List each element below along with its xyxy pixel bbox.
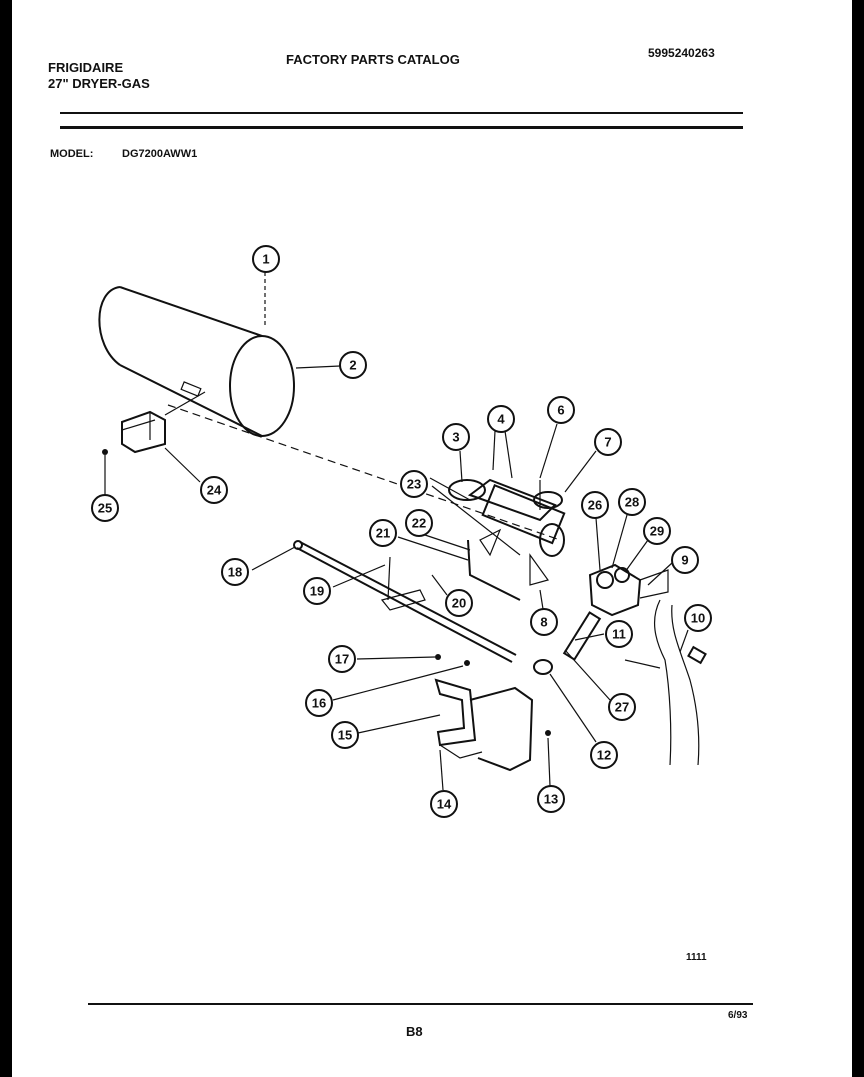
svg-text:16: 16 xyxy=(312,696,326,711)
gas-valve-part xyxy=(588,514,673,617)
brand-name: FRIGIDAIRE xyxy=(48,60,124,75)
callout-7[interactable]: 7 xyxy=(594,428,622,456)
callout-6[interactable]: 6 xyxy=(547,396,575,424)
svg-text:28: 28 xyxy=(625,495,639,510)
svg-text:26: 26 xyxy=(588,498,602,513)
callout-4[interactable]: 4 xyxy=(487,405,515,433)
callout-29[interactable]: 29 xyxy=(643,517,671,545)
callout-20[interactable]: 20 xyxy=(445,589,473,617)
footer-rule xyxy=(88,1003,753,1005)
svg-text:6: 6 xyxy=(557,403,564,418)
mounting-bracket-part xyxy=(332,654,551,791)
svg-text:3: 3 xyxy=(452,430,459,445)
product-name: 27" DRYER-GAS xyxy=(48,76,150,91)
header-rule-bottom xyxy=(60,126,743,129)
svg-text:2: 2 xyxy=(349,358,356,373)
revision-date: 6/93 xyxy=(728,1010,748,1021)
svg-text:10: 10 xyxy=(691,611,705,626)
wire-harness-part xyxy=(624,599,707,766)
catalog-sheet xyxy=(12,0,852,1077)
callout-1[interactable]: 1 xyxy=(252,245,280,273)
burner-tube-part xyxy=(397,528,521,601)
callout-3[interactable]: 3 xyxy=(442,423,470,451)
svg-text:21: 21 xyxy=(376,526,390,541)
callout-14[interactable]: 14 xyxy=(430,790,458,818)
svg-text:8: 8 xyxy=(540,615,547,630)
callout-2[interactable]: 2 xyxy=(339,351,367,379)
callout-23[interactable]: 23 xyxy=(400,470,428,498)
axis-line xyxy=(167,404,561,541)
catalog-number: 5995240263 xyxy=(648,46,715,60)
svg-text:17: 17 xyxy=(335,652,349,667)
header-rule-top xyxy=(60,112,743,114)
callout-13[interactable]: 13 xyxy=(537,785,565,813)
figure-code: 1111 xyxy=(686,952,707,963)
igniter-part xyxy=(562,611,611,701)
callout-12[interactable]: 12 xyxy=(590,741,618,769)
callout-15[interactable]: 15 xyxy=(331,721,359,749)
callout-25[interactable]: 25 xyxy=(91,494,119,522)
svg-text:12: 12 xyxy=(597,748,611,763)
svg-text:24: 24 xyxy=(207,483,222,498)
svg-text:23: 23 xyxy=(407,477,421,492)
svg-text:14: 14 xyxy=(437,797,452,812)
page-number: B8 xyxy=(406,1024,423,1039)
svg-text:9: 9 xyxy=(681,553,688,568)
svg-text:22: 22 xyxy=(412,516,426,531)
svg-text:25: 25 xyxy=(98,501,112,516)
callout-26[interactable]: 26 xyxy=(581,491,609,519)
burner-housing-part xyxy=(429,423,597,610)
svg-text:19: 19 xyxy=(310,584,324,599)
switch-part xyxy=(102,391,206,497)
svg-text:15: 15 xyxy=(338,728,352,743)
svg-text:1: 1 xyxy=(262,252,269,267)
callout-24[interactable]: 24 xyxy=(200,476,228,504)
callout-18[interactable]: 18 xyxy=(221,558,249,586)
model-value: DG7200AWW1 xyxy=(122,148,198,160)
leader-2 xyxy=(295,365,341,369)
catalog-title: FACTORY PARTS CATALOG xyxy=(286,52,460,67)
callout-11[interactable]: 11 xyxy=(605,620,633,648)
svg-text:7: 7 xyxy=(604,435,611,450)
callout-22[interactable]: 22 xyxy=(405,509,433,537)
callout-17[interactable]: 17 xyxy=(328,645,356,673)
callout-19[interactable]: 19 xyxy=(303,577,331,605)
svg-text:29: 29 xyxy=(650,524,664,539)
callout-9[interactable]: 9 xyxy=(671,546,699,574)
manifold-pipe-part xyxy=(251,540,517,663)
svg-text:4: 4 xyxy=(497,412,505,427)
callout-27[interactable]: 27 xyxy=(608,693,636,721)
svg-text:27: 27 xyxy=(615,700,629,715)
svg-text:13: 13 xyxy=(544,792,558,807)
callout-21[interactable]: 21 xyxy=(369,519,397,547)
svg-text:18: 18 xyxy=(228,565,242,580)
svg-text:20: 20 xyxy=(452,596,466,611)
svg-text:11: 11 xyxy=(612,627,626,642)
callout-16[interactable]: 16 xyxy=(305,689,333,717)
flame-sensor-part xyxy=(533,659,597,743)
model-label: MODEL: xyxy=(50,148,94,160)
callout-10[interactable]: 10 xyxy=(684,604,712,632)
callout-28[interactable]: 28 xyxy=(618,488,646,516)
callout-8[interactable]: 8 xyxy=(530,608,558,636)
